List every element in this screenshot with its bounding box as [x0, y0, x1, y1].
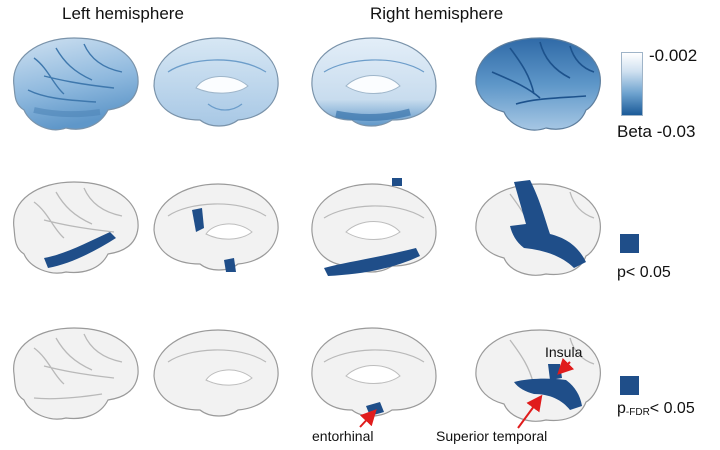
colorbar-min-label: Beta -0.03: [617, 122, 696, 141]
entorhinal-label: entorhinal: [312, 428, 374, 444]
p-fdr-swatch: [620, 376, 639, 395]
superior-temporal-label: Superior temporal: [436, 428, 548, 444]
colorbar-max-label: -0.002: [649, 46, 698, 65]
brain-left-medial-p: [148, 180, 284, 280]
right-hemisphere-title: Right hemisphere: [370, 4, 504, 23]
brain-left-medial-fdr: [148, 326, 284, 426]
brain-left-medial-beta: [148, 32, 284, 132]
p-uncorrected-label: p< 0.05: [617, 264, 671, 281]
p-fdr-label: p-FDR< 0.05: [617, 400, 695, 418]
brain-right-lateral-p: [470, 176, 610, 280]
p-uncorrected-swatch: [620, 234, 639, 253]
brain-right-lateral-beta: [470, 28, 610, 136]
insula-region: [548, 364, 562, 380]
beta-colorbar: [621, 52, 643, 116]
brain-left-lateral-p: [4, 176, 144, 276]
brain-right-medial-beta: [306, 32, 442, 132]
brain-right-medial-fdr: [306, 322, 442, 422]
brain-right-medial-p: [306, 178, 442, 282]
brain-left-lateral-beta: [4, 28, 144, 136]
brain-left-lateral-fdr: [4, 322, 144, 422]
insula-label: Insula: [545, 344, 583, 360]
superior-temporal-region: [514, 378, 582, 410]
brain-right-lateral-fdr: [470, 322, 610, 422]
left-hemisphere-title: Left hemisphere: [62, 4, 184, 23]
